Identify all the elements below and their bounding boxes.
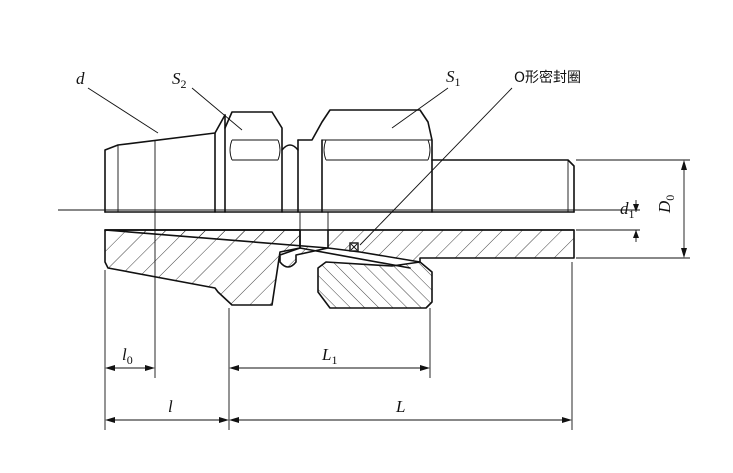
leader-s2 xyxy=(191,87,243,131)
label-d1: d1 xyxy=(620,199,635,221)
body-upper-outline xyxy=(104,109,575,213)
label-S2: S2 xyxy=(172,69,187,91)
leader-s1 xyxy=(391,87,449,129)
leader-oring xyxy=(359,87,513,246)
label-l0: l0 xyxy=(122,345,133,367)
label-S1: S1 xyxy=(446,67,461,89)
label-oring: O形密封圈 xyxy=(514,69,581,86)
body-lower-section xyxy=(104,229,575,309)
label-L1: L1 xyxy=(321,345,337,367)
label-d: d xyxy=(76,69,85,88)
leader-d xyxy=(87,87,159,134)
label-l: l xyxy=(168,397,173,416)
label-L: L xyxy=(395,397,405,416)
label-D0: D0 xyxy=(655,195,677,214)
